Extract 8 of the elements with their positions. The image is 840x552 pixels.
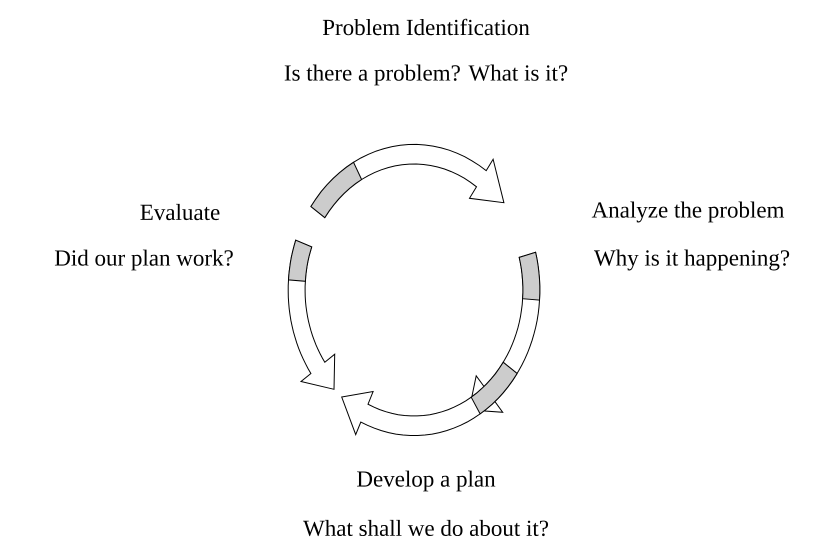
stage-text: Evaluate bbox=[140, 204, 220, 220]
stage-text: What shall we do about it? bbox=[303, 520, 548, 536]
stage-text: Develop a plan bbox=[357, 470, 496, 492]
stage-text: Problem Identification bbox=[322, 18, 530, 36]
stage-text: Is there a problem? What is it? bbox=[284, 64, 568, 86]
stage-text: Did our plan work? bbox=[54, 250, 233, 270]
stage-text: Why is it happening? bbox=[594, 250, 790, 270]
stage-text: Analyze the problem bbox=[592, 202, 784, 222]
